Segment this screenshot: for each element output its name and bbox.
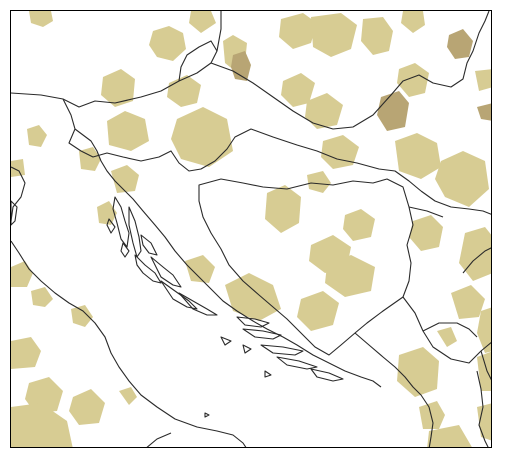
dalmatian-island	[134, 254, 162, 284]
urban-blob	[427, 425, 472, 447]
urban-blob	[279, 13, 317, 49]
urban-blob	[27, 125, 47, 147]
urban-blob	[119, 387, 137, 405]
border-line	[11, 11, 222, 108]
urban-blob	[409, 215, 443, 251]
dalmatian-island	[242, 328, 282, 340]
urban-blob	[101, 69, 135, 107]
coastline	[74, 128, 382, 388]
coastline	[11, 166, 26, 222]
urban-blob	[225, 273, 281, 321]
dalmatian-island	[236, 316, 270, 328]
urban-blob	[437, 327, 457, 347]
urban-blob	[307, 171, 331, 193]
urban-blob	[149, 26, 186, 61]
urban-blob	[419, 401, 445, 429]
urban-blob	[325, 255, 375, 297]
urban-blob	[477, 403, 491, 441]
dalmatian-island	[112, 196, 130, 248]
urban-blob	[435, 151, 489, 207]
dalmatian-island	[140, 234, 158, 256]
urban-blob	[185, 255, 215, 283]
urban-blob	[397, 63, 429, 97]
urban-blob	[343, 209, 375, 241]
urban-blob	[31, 287, 53, 307]
urban-blob	[477, 351, 491, 391]
dalmatian-island	[264, 370, 272, 378]
urban-blob	[475, 69, 491, 91]
urban-blob	[97, 201, 117, 225]
urban-blob	[111, 165, 139, 193]
border-line	[422, 322, 478, 338]
urban-blob	[447, 29, 473, 59]
urban-blob	[231, 51, 251, 81]
country-borders	[11, 11, 491, 447]
urban-blob	[107, 111, 149, 151]
urban-areas	[11, 11, 491, 447]
border-line	[62, 98, 422, 192]
urban-blob	[451, 285, 485, 319]
urban-blob	[11, 403, 73, 447]
urban-blob	[171, 107, 233, 167]
dalmatian-island	[128, 206, 142, 258]
border-line	[354, 332, 434, 447]
dalmatian-island	[11, 200, 18, 226]
urban-blob	[189, 11, 216, 33]
urban-blob	[69, 389, 105, 425]
urban-blob	[11, 337, 41, 369]
adriatic-coastline	[11, 128, 382, 418]
urban-blob	[321, 135, 359, 169]
border-line	[408, 206, 444, 218]
dalmatian-island	[120, 242, 130, 258]
dalmatian-island	[160, 280, 198, 310]
dalmatian-island	[310, 368, 344, 382]
border-line	[402, 296, 491, 364]
dalmatian-island	[150, 256, 182, 288]
border-line	[198, 178, 414, 356]
dalmatian-island	[204, 412, 210, 418]
urban-blob	[395, 133, 441, 179]
urban-blob	[401, 11, 425, 33]
urban-blob	[71, 305, 93, 327]
urban-blob	[11, 159, 25, 177]
urban-blob	[477, 307, 491, 353]
urban-blob	[311, 13, 357, 57]
coastline	[11, 240, 247, 447]
border-line	[476, 370, 489, 447]
urban-blob	[297, 291, 339, 331]
urban-blob	[361, 17, 393, 55]
dalmatian-island	[242, 344, 252, 354]
dalmatian-island	[276, 356, 318, 370]
border-line	[210, 11, 490, 130]
map-frame	[10, 10, 492, 448]
urban-blob	[29, 11, 53, 27]
urban-blob	[397, 347, 439, 397]
coastline	[146, 432, 172, 447]
border-line	[178, 40, 218, 82]
border-line	[462, 247, 491, 274]
dalmatian-island	[178, 292, 218, 316]
dalmatian-island	[220, 336, 232, 346]
urban-blob	[477, 103, 491, 121]
map-canvas[interactable]	[11, 11, 492, 448]
urban-blob	[265, 185, 301, 233]
dalmatian-island	[260, 344, 304, 356]
urban-blob	[281, 73, 315, 107]
border-line	[480, 350, 491, 381]
urban-blob	[305, 93, 343, 129]
border-line	[420, 190, 491, 215]
dalmatian-island	[106, 218, 116, 234]
